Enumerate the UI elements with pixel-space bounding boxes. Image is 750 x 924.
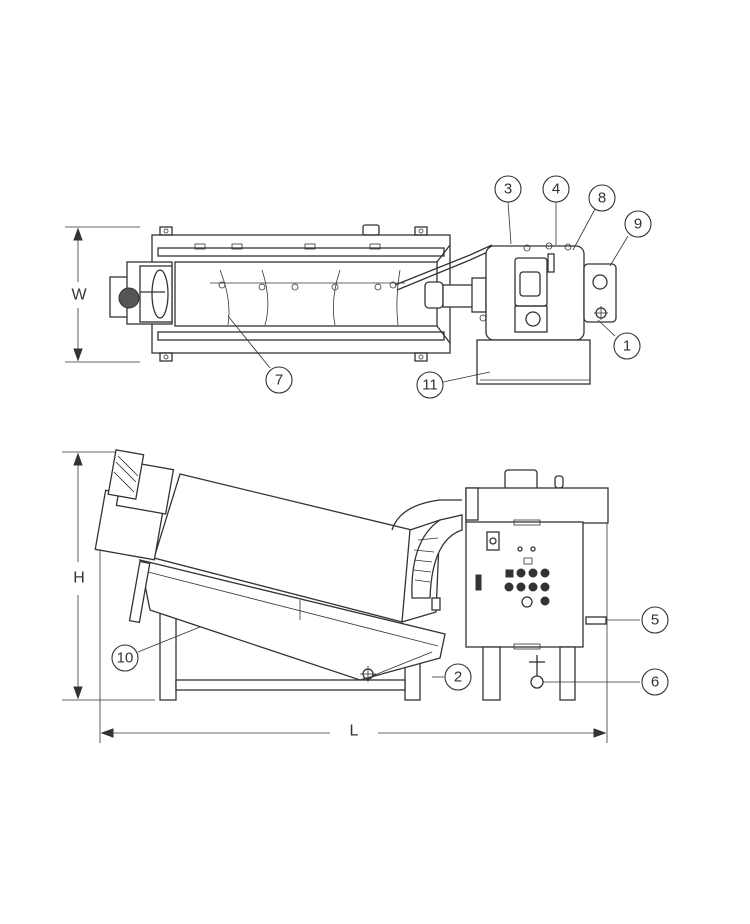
callout-7: 7 bbox=[265, 366, 293, 394]
control-cabinet bbox=[465, 469, 609, 701]
svg-text:4: 4 bbox=[552, 181, 560, 198]
leader-lines-side bbox=[137, 619, 640, 683]
svg-text:8: 8 bbox=[598, 190, 606, 207]
width-label: W bbox=[71, 287, 87, 304]
callout-11: 11 bbox=[416, 371, 444, 399]
callout-8: 8 bbox=[588, 184, 616, 212]
callout-9: 9 bbox=[624, 210, 652, 238]
flexible-hose bbox=[391, 499, 463, 599]
callout-10: 10 bbox=[111, 644, 139, 672]
height-dimension: H bbox=[62, 451, 155, 701]
side-view: H L bbox=[62, 449, 669, 743]
leader-lines-top bbox=[227, 201, 629, 383]
callout-4: 4 bbox=[542, 175, 570, 203]
callout-2: 2 bbox=[444, 663, 472, 691]
callout-1: 1 bbox=[613, 332, 641, 360]
drive-motor-side bbox=[94, 449, 175, 561]
svg-text:2: 2 bbox=[454, 669, 462, 686]
top-view: W bbox=[65, 175, 652, 399]
svg-text:7: 7 bbox=[275, 372, 283, 389]
svg-text:3: 3 bbox=[504, 181, 512, 198]
control-box-top bbox=[476, 339, 591, 385]
svg-text:9: 9 bbox=[634, 216, 642, 233]
flocculation-unit-top bbox=[479, 242, 617, 341]
callout-3: 3 bbox=[494, 175, 522, 203]
callout-5: 5 bbox=[641, 606, 669, 634]
length-dimension: L bbox=[99, 488, 608, 743]
svg-text:1: 1 bbox=[623, 338, 631, 355]
svg-text:6: 6 bbox=[651, 674, 659, 691]
height-label: H bbox=[73, 570, 85, 587]
svg-text:10: 10 bbox=[117, 650, 134, 667]
drive-motor-top bbox=[109, 261, 173, 325]
filtrate-tray bbox=[128, 559, 446, 682]
svg-text:11: 11 bbox=[422, 377, 438, 394]
svg-text:5: 5 bbox=[651, 612, 659, 629]
main-frame-top bbox=[151, 224, 451, 362]
callout-6: 6 bbox=[641, 668, 669, 696]
width-dimension: W bbox=[65, 226, 140, 363]
length-label: L bbox=[350, 723, 359, 740]
